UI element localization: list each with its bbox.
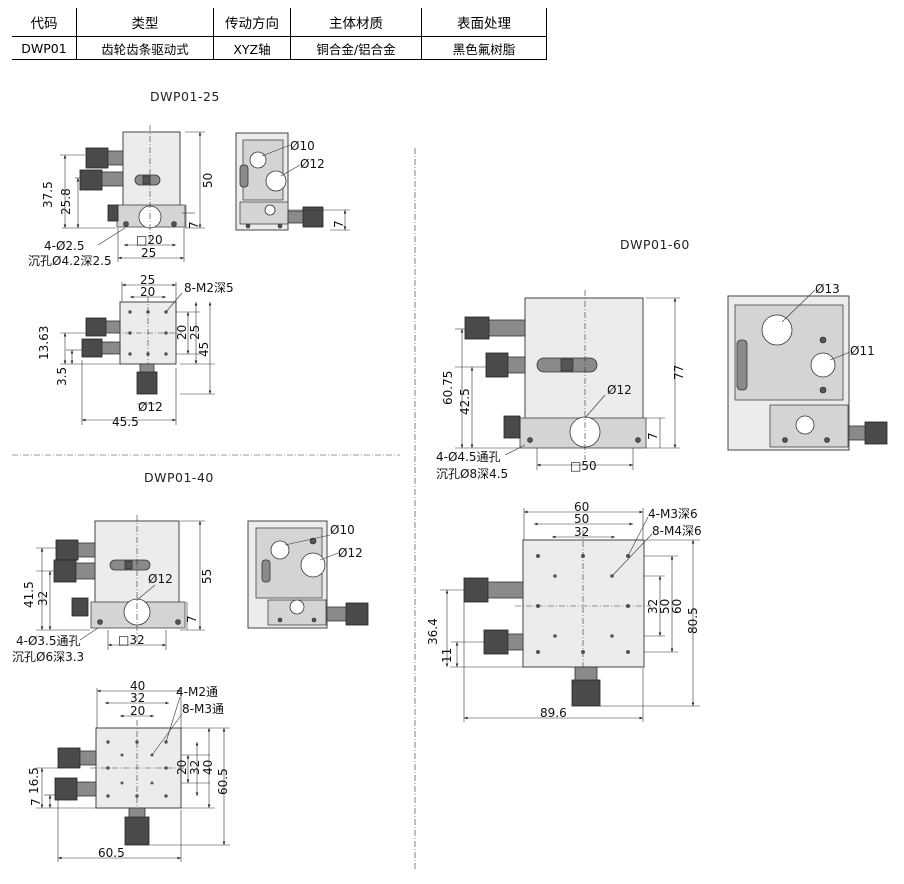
m60-top-v3: 60	[670, 599, 684, 614]
model-40-group: DWP01-40 41.5	[12, 470, 369, 862]
m25-top-w2: 20	[140, 285, 155, 299]
value-code: DWP01	[12, 36, 77, 60]
m60-top-thread1: 4-M3深6	[648, 507, 698, 521]
model-25-group: DWP01-25	[28, 89, 350, 429]
m40-dim-h1: 41.5	[22, 581, 36, 608]
model-25-title: DWP01-25	[150, 89, 220, 104]
m25-dim-h1: 37.5	[41, 181, 55, 208]
m40-dim-height: 55	[200, 569, 214, 584]
spec-table: 代码 类型 传动方向 主体材质 表面处理 DWP01 齿轮齿条驱动式 XYZ轴 …	[12, 8, 547, 60]
m25-dim-base: 7	[187, 221, 201, 229]
m60-top-v2: 50	[658, 599, 672, 614]
m40-hole-b: 沉孔Ø6深3.3	[12, 650, 84, 664]
model-25-side-view: Ø10 Ø12 7	[235, 132, 350, 231]
m40-dim-square: □32	[118, 633, 145, 647]
m60-dim-h1: 60.75	[441, 371, 455, 405]
m25-top-v3: 45	[197, 342, 211, 357]
m40-top-v3: 40	[201, 760, 215, 775]
m60-top-w2: 50	[574, 512, 589, 526]
m40-hole-a: 4-Ø3.5通孔	[16, 634, 81, 648]
knob-icon	[85, 147, 109, 169]
m60-dim-knob: Ø12	[607, 383, 632, 397]
m60-hole-a: 4-Ø4.5通孔	[436, 450, 501, 464]
m40-top-total: 60.5	[98, 846, 125, 860]
m60-top-lh1: 36.4	[426, 618, 440, 645]
m60-top-thread2: 8-M4深6	[652, 524, 702, 538]
m25-top-v1: 20	[175, 325, 189, 340]
m25-top-v2: 25	[188, 325, 202, 340]
m40-top-v2: 32	[188, 760, 202, 775]
model-40-side-view: Ø10 Ø12	[247, 520, 369, 629]
m40-top-v1: 20	[175, 760, 189, 775]
value-direction: XYZ轴	[213, 36, 291, 60]
m60-top-w3: 32	[574, 525, 589, 539]
m60-side-d2: Ø11	[850, 344, 875, 358]
m25-top-thread: 8-M2深5	[184, 281, 234, 295]
model-60-front-view: 60.75 42.5 77 7 Ø12 □50 4-Ø4.5通孔 沉孔Ø8深4.…	[436, 290, 686, 481]
model-25-top-view: 25 20 8-M2深5 20 25 45 13.63 3.5 Ø12 45.5	[37, 273, 234, 429]
m60-dim-h2: 42.5	[458, 388, 472, 415]
m25-side-d1: Ø10	[290, 139, 315, 153]
m25-dim-width: 25	[141, 246, 156, 260]
m40-top-thread1: 4-M2通	[176, 685, 218, 699]
m40-top-w1: 40	[130, 679, 145, 693]
model-60-side-view: Ø13 Ø11	[727, 282, 888, 451]
model-40-title: DWP01-40	[144, 470, 214, 485]
model-40-top-view: 40 32 20 4-M2通 8-M3通 20 32 40 60.5 16.5 …	[27, 679, 230, 862]
m40-dim-base: 7	[185, 615, 199, 623]
model-60-group: DWP01-60	[426, 237, 888, 722]
m40-top-lh1: 16.5	[27, 767, 41, 794]
m40-dim-h2: 32	[36, 591, 50, 606]
m60-dim-square: □50	[570, 459, 597, 473]
m60-top-v4: 80.5	[686, 607, 700, 634]
m25-hole-b: 沉孔Ø4.2深2.5	[28, 254, 112, 268]
m25-top-total: 45.5	[112, 415, 139, 429]
model-25-front-view: 37.5 25.8 50 7 □20 25 4-Ø2.5 沉孔Ø4.2深2.5	[28, 125, 215, 268]
m25-top-w1: 25	[140, 273, 155, 287]
m40-top-v4: 60.5	[216, 768, 230, 795]
header-material: 主体材质	[290, 8, 422, 37]
m25-dim-square: □20	[136, 233, 163, 247]
value-type: 齿轮齿条驱动式	[76, 36, 214, 60]
m60-top-lh2: 11	[440, 648, 454, 663]
spec-value-row: DWP01 齿轮齿条驱动式 XYZ轴 铜合金/铝合金 黑色氟树脂	[12, 36, 547, 60]
header-direction: 传动方向	[213, 8, 291, 37]
header-code: 代码	[12, 8, 77, 37]
model-60-title: DWP01-60	[620, 237, 690, 252]
header-type: 类型	[76, 8, 214, 37]
m25-side-base: 7	[332, 220, 346, 228]
m25-top-knob: Ø12	[138, 400, 163, 414]
m40-top-thread2: 8-M3通	[182, 702, 224, 716]
m60-hole-b: 沉孔Ø8深4.5	[436, 467, 508, 481]
m25-top-lh1: 13.63	[37, 326, 51, 360]
m25-side-d2: Ø12	[300, 157, 325, 171]
m40-top-w3: 20	[130, 704, 145, 718]
m40-dim-knob: Ø12	[148, 572, 173, 586]
m60-side-d1: Ø13	[815, 282, 840, 296]
m40-side-d2: Ø12	[338, 546, 363, 560]
m25-top-lh2: 3.5	[55, 367, 69, 386]
m25-dim-h2: 25.8	[59, 188, 73, 215]
m60-top-total: 89.6	[540, 706, 567, 720]
model-60-top-view: 60 50 32 4-M3深6 8-M4深6 32 50 60 80.5 36.…	[426, 500, 702, 722]
value-finish: 黑色氟树脂	[421, 36, 547, 60]
m40-side-d1: Ø10	[330, 523, 355, 537]
value-material: 铜合金/铝合金	[290, 36, 422, 60]
m25-hole-a: 4-Ø2.5	[44, 239, 85, 253]
m40-top-w2: 32	[130, 691, 145, 705]
m60-dim-base: 7	[646, 432, 660, 440]
model-40-front-view: 41.5 32 55 7 Ø12 □32 4-Ø3.5通孔 沉孔Ø6深3.3	[12, 515, 214, 664]
m60-top-v1: 32	[646, 599, 660, 614]
m60-dim-height: 77	[672, 365, 686, 380]
m25-dim-height: 50	[201, 173, 215, 188]
m60-top-w1: 60	[574, 500, 589, 514]
m40-top-lh2: 7	[29, 798, 43, 806]
